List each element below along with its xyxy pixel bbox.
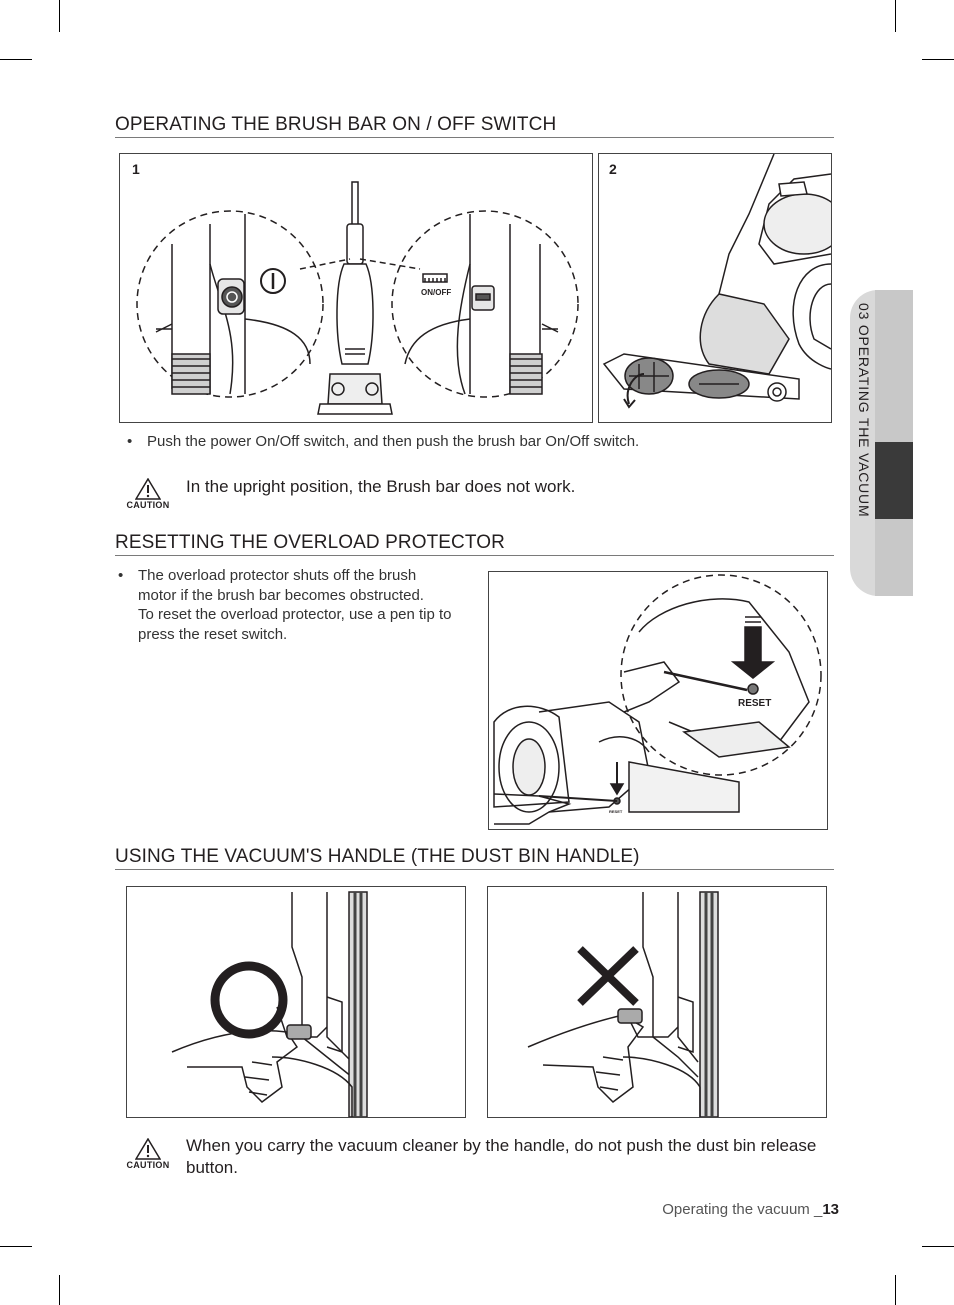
crop-mark: [0, 1246, 32, 1247]
figure-overload-reset: RESET RESET: [488, 571, 828, 830]
bullet-dot: •: [118, 567, 124, 584]
caution-label: CAUTION: [126, 500, 170, 510]
figure-number: 2: [609, 161, 617, 177]
chapter-tab: [850, 290, 913, 596]
bullet-text: Push the power On/Off switch, and then p…: [147, 433, 640, 450]
crop-mark: [922, 1246, 954, 1247]
bullet-dot: •: [127, 433, 133, 450]
warning-icon: [135, 1138, 161, 1160]
figure-handle-correct: [126, 886, 466, 1118]
overload-reset-illustration: [493, 574, 822, 825]
caution-text-line: button.: [186, 1158, 238, 1177]
caution-label: CAUTION: [126, 1160, 170, 1170]
bullet-text-line: motor if the brush bar becomes obstructe…: [138, 586, 424, 604]
crop-mark: [0, 59, 32, 60]
bullet-text-line: press the reset switch.: [138, 625, 288, 643]
caution-text: In the upright position, the Brush bar d…: [186, 477, 576, 496]
reset-label: RESET: [738, 698, 772, 709]
chapter-tab-label: 03 OPERATING THE VACUUM: [856, 303, 872, 518]
section-divider: [115, 137, 834, 138]
page-footer: Operating the vacuum _13: [662, 1201, 839, 1218]
crop-mark: [922, 59, 954, 60]
section-title-handle: USING THE VACUUM'S HANDLE (THE DUST BIN …: [115, 846, 640, 867]
handle-incorrect-illustration: [527, 891, 719, 1117]
crop-mark: [59, 1275, 60, 1305]
section-divider: [115, 555, 834, 556]
crop-mark: [895, 0, 896, 32]
onoff-label: ON/OFF: [421, 288, 452, 297]
figure-brush-bar-rotating: 2: [598, 153, 832, 423]
caution-text: When you carry the vacuum cleaner by the…: [186, 1135, 846, 1179]
section-divider: [115, 869, 834, 870]
chapter-tab-marker: [875, 442, 913, 519]
figure-number: 1: [132, 161, 140, 177]
bullet-text-line: To reset the overload protector, use a p…: [138, 606, 452, 623]
crop-mark: [59, 0, 60, 32]
brush-bar-rotating-illustration: [602, 154, 831, 409]
crop-mark: [895, 1275, 896, 1305]
reset-small-label: RESET: [609, 809, 623, 814]
caution-text-line: When you carry the vacuum cleaner by the…: [186, 1136, 817, 1155]
handle-correct-illustration: [171, 891, 368, 1117]
brush-bar-switches-illustration: [136, 181, 579, 415]
figure-brush-bar-switches: 1: [119, 153, 593, 423]
section-title-brush-bar: OPERATING THE BRUSH BAR ON / OFF SWITCH: [115, 114, 557, 135]
section-title-overload: RESETTING THE OVERLOAD PROTECTOR: [115, 532, 505, 553]
warning-icon: [135, 478, 161, 500]
bullet-text-line: The overload protector shuts off the bru…: [138, 567, 417, 584]
footer-text: Operating the vacuum _: [662, 1201, 823, 1218]
figure-handle-incorrect: [487, 886, 827, 1118]
page-number: 13: [822, 1201, 839, 1218]
